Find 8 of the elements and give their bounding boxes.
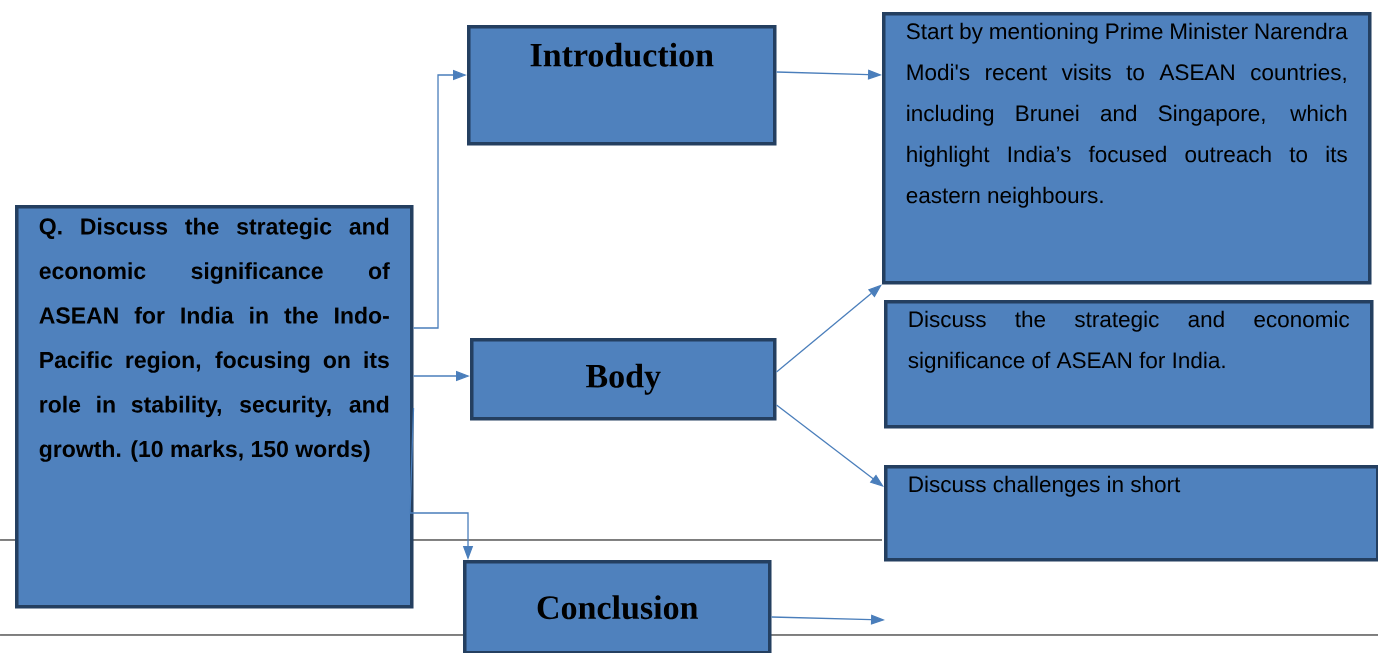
- section-box: Body: [470, 338, 777, 421]
- note-box: Discuss challenges in short: [884, 465, 1378, 562]
- arrow: [775, 404, 884, 487]
- section-box: Introduction: [467, 25, 777, 146]
- note-box: Discuss the strategic and economic significance of ASEAN for India.: [884, 300, 1374, 429]
- section-box: Conclusion: [463, 560, 772, 653]
- note-box: Start by mentioning Prime Minister Narendra Modi's recent visits to ASEAN countries, including Brunei and Singapore, which highlight India’s focused outreach to its eastern neighbours.: [882, 12, 1372, 285]
- question-box: Q. Discuss the strategic and economic significance of ASEAN for India in the Indo-Pacific region, focusing on its role in stability, security, and growth. (10 marks, 150 words): [15, 205, 414, 609]
